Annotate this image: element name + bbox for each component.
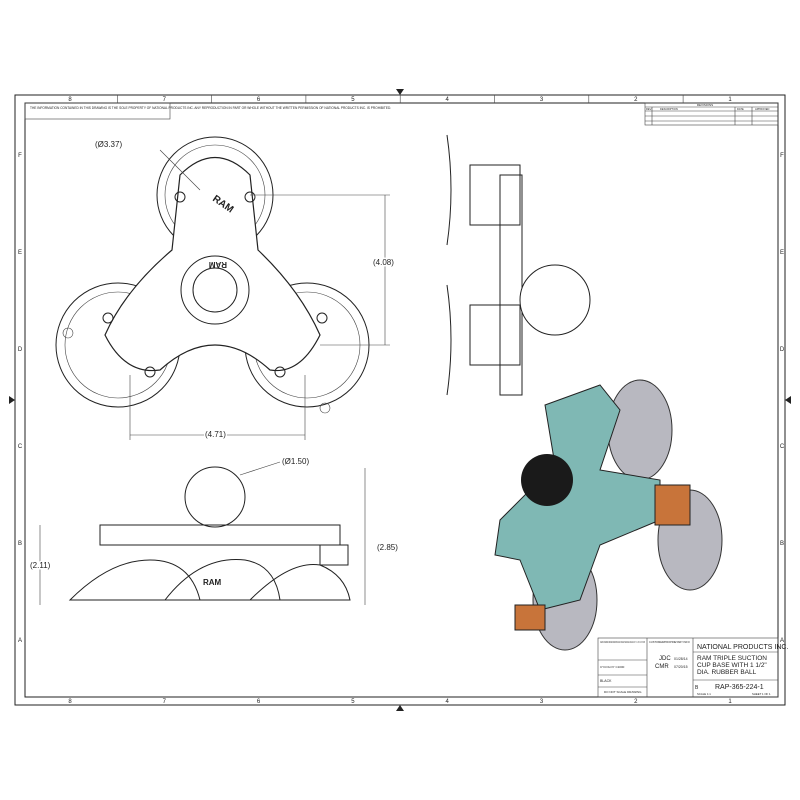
column-label-top: 1: [728, 97, 732, 103]
revisions-title: REVISIONS: [697, 103, 713, 107]
finish: BLACK: [600, 679, 612, 683]
column-label-bottom: 1: [728, 699, 732, 705]
arm-side-top: [469, 164, 521, 226]
tolerance-note: UNLESS OTHERWISE SPECIFIED DIMENSIONS AR…: [600, 640, 645, 644]
column-label-bottom: 4: [446, 699, 450, 705]
column-label-bottom: 8: [68, 699, 72, 705]
row-label-right: F: [780, 153, 784, 159]
row-label-left: F: [18, 153, 22, 159]
iso-latch: [654, 484, 691, 526]
dim-ball-dia: (Ø1.50): [282, 457, 309, 466]
column-label-bottom: 3: [540, 699, 544, 705]
row-label-right: E: [780, 250, 784, 256]
screw: [144, 366, 156, 378]
leader-cup-dia: [159, 149, 201, 191]
screw: [274, 366, 286, 378]
dim-width-bottom: (4.71): [205, 430, 226, 439]
column-label-bottom: 6: [257, 699, 261, 705]
date-header: DATE: [737, 107, 744, 111]
part-number: RAP-365-224-1: [715, 684, 764, 691]
iso-arm-body: [494, 384, 661, 611]
row-label-right: B: [780, 541, 784, 547]
column-label-top: 4: [446, 97, 450, 103]
inner-border: [24, 102, 779, 698]
ram-logo-hub: RAM: [208, 260, 227, 269]
row-label-left: A: [18, 638, 22, 644]
drawn-by: JDC: [659, 656, 671, 662]
title-line-3: DIA. RUBBER BALL: [697, 669, 757, 676]
elevation-view: RAM (Ø1.50) (2.11) (2.85): [29, 457, 400, 605]
row-label-left: D: [18, 347, 23, 353]
column-label-bottom: 7: [163, 699, 167, 705]
ball-elevation: [184, 466, 246, 528]
latch-elevation: [319, 544, 349, 566]
confidential: CUSTOMER/PROPRIETARY INFO: [649, 640, 690, 644]
sheet-size: B: [695, 685, 699, 691]
screw: [244, 191, 256, 203]
row-label-left: B: [18, 541, 22, 547]
ball-socket: [192, 267, 238, 313]
revision-table: REVISIONS REV. DESCRIPTION DATE APPROVED: [644, 102, 779, 126]
column-labels: 8 8 7 7 6 6 5 5 4 4 3 3 2 2 1 1: [68, 95, 732, 705]
rev-header: REV.: [646, 107, 652, 111]
side-view: [446, 134, 591, 396]
title-block: UNLESS OTHERWISE SPECIFIED DIMENSIONS AR…: [597, 637, 788, 698]
iso-latch: [514, 604, 546, 631]
title-line-1: RAM TRIPLE SUCTION: [697, 655, 767, 662]
arm-elevation: [99, 524, 341, 546]
column-label-top: 6: [257, 97, 261, 103]
iso-cup: [607, 379, 673, 481]
row-label-right: D: [780, 347, 785, 353]
approved-header: APPROVED: [755, 107, 770, 111]
arm-side-bottom: [469, 304, 521, 366]
dim-height-top: (4.08): [373, 258, 394, 267]
company-name: NATIONAL PRODUCTS INC.: [697, 644, 788, 651]
drawn-date: 01/28/14: [674, 657, 688, 661]
ram-logo-elevation: RAM: [203, 578, 222, 587]
material: CYCOLOY C1000: [600, 665, 625, 669]
checked-by: CMR: [655, 664, 669, 670]
row-label-left: C: [18, 444, 23, 450]
isometric-render: [494, 379, 723, 651]
notice-text: THE INFORMATION CONTAINED IN THIS DRAWIN…: [30, 106, 391, 110]
row-label-right: A: [780, 638, 784, 644]
title-line-2: CUP BASE WITH 1 1/2": [697, 662, 767, 669]
dim-cup-dia: (Ø3.37): [95, 140, 122, 149]
leader-ball-dia: [239, 461, 281, 476]
cup-side-bottom: [446, 284, 452, 396]
notice-box: THE INFORMATION CONTAINED IN THIS DRAWIN…: [24, 102, 391, 120]
scale: SCALE 1:1: [697, 692, 711, 696]
tab-loop: [62, 327, 74, 339]
column-label-top: 3: [540, 97, 544, 103]
column-label-bottom: 5: [351, 699, 355, 705]
iso-ball: [521, 454, 573, 506]
dim-base-height: (2.11): [30, 561, 51, 570]
row-label-right: C: [780, 444, 785, 450]
cup-side-top: [446, 134, 452, 246]
outer-border: [14, 94, 786, 706]
tab-loop: [319, 402, 331, 414]
tri-arm-body: [104, 156, 321, 372]
sheet-number: SHEET 1 OF 1: [752, 692, 771, 696]
ball-side: [519, 264, 591, 336]
hub-side: [499, 174, 523, 396]
column-label-top: 8: [68, 97, 72, 103]
checked-date: 07/20/15: [674, 665, 688, 669]
center-markers: [9, 89, 791, 711]
column-label-top: 5: [351, 97, 355, 103]
screw: [316, 312, 328, 324]
center-hub: [180, 255, 250, 325]
row-labels: F F E E D D C C B B A A: [18, 153, 785, 644]
screw: [174, 191, 186, 203]
top-view: RAM RAM (Ø3.37) (4.08) (4.71): [55, 136, 396, 441]
do-not-scale: DO NOT SCALE DRAWING: [604, 690, 642, 694]
dim-overall-height: (2.85): [377, 543, 398, 552]
column-label-top: 7: [163, 97, 167, 103]
description-header: DESCRIPTION: [660, 107, 678, 111]
column-label-top: 2: [634, 97, 638, 103]
screw: [102, 312, 114, 324]
column-label-bottom: 2: [634, 699, 638, 705]
row-label-left: E: [18, 250, 22, 256]
